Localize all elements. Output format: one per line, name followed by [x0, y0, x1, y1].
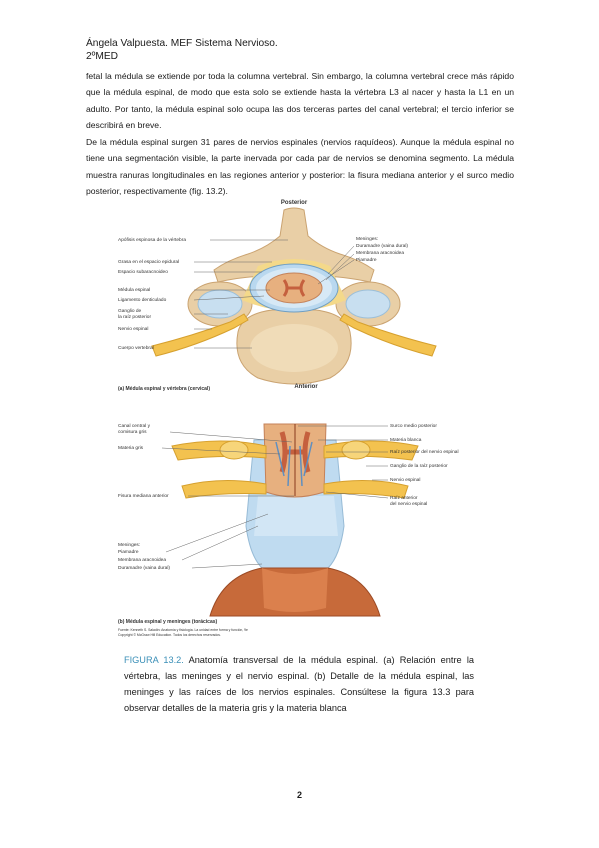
label-espacio-subaracnoideo: Espacio subaracnoideo	[118, 269, 168, 275]
label-meninges-b: Meninges:	[118, 542, 140, 548]
bottom-left-labels: Canal central y comisura gris Materia gr…	[118, 423, 170, 571]
vertebra-illustration: Posterior	[118, 200, 437, 392]
figure-caption-text: Anatomía transversal de la médula espina…	[124, 655, 474, 713]
label-canal-central-2: comisura gris	[118, 429, 147, 435]
label-duramadre: Duramadre (vaina dural)	[356, 243, 408, 249]
top-right-leader-lines	[317, 245, 355, 285]
anatomy-illustration: Posterior	[118, 200, 460, 637]
label-apofisis: Apófisis espinosa de la vértebra	[118, 237, 186, 243]
label-ganglio-2: la raíz posterior	[118, 314, 151, 320]
label-grasa-epidural: Grasa en el espacio epidural	[118, 259, 179, 265]
label-cuerpo-vertebral: Cuerpo vertebral	[118, 345, 154, 351]
label-piamadre: Piamadre	[356, 257, 377, 263]
figure-source-line-1: Fuente: Kenneth S. Saladin: Anatomía y f…	[118, 628, 248, 632]
header-author-line: Ángela Valpuesta. MEF Sistema Nervioso.	[86, 38, 278, 49]
anterior-label: Anterior	[294, 384, 318, 390]
label-aracnoidea: Membrana aracnoidea	[356, 250, 404, 256]
paragraph-2: De la médula espinal surgen 31 pares de …	[86, 137, 514, 197]
bottom-left-leader-lines	[161, 431, 294, 569]
page-number: 2	[296, 790, 302, 800]
bottom-right-leader-lines	[298, 425, 389, 499]
top-left-leader-lines	[193, 239, 288, 349]
top-right-labels: Meninges: Duramadre (vaina dural) Membra…	[356, 236, 409, 263]
figure-caption-label: FIGURA 13.2.	[124, 655, 184, 665]
label-duramadre-b: Duramadre (vaina dural)	[118, 565, 170, 571]
label-ganglio-raiz: Ganglio de la raíz posterior	[390, 463, 448, 469]
figure-source-line-2: Copyright © McGraw Hill Education. Todos…	[118, 633, 221, 637]
label-medula-espinal: Médula espinal	[118, 287, 150, 293]
anatomy-figure: Posterior	[112, 196, 494, 640]
label-materia-blanca: Materia blanca	[390, 437, 422, 443]
panel-a-caption: (a) Médula espinal y vértebra (cervical)	[118, 386, 210, 392]
label-ligamento-denticulado: Ligamento denticulado	[118, 297, 167, 303]
label-raiz-posterior: Raíz posterior del nervio espinal	[390, 449, 459, 455]
label-fisura-mediana: Fisura mediana anterior	[118, 493, 169, 499]
paragraph-1: fetal la médula se extiende por toda la …	[86, 71, 514, 131]
figure-caption: FIGURA 13.2. Anatomía transversal de la …	[124, 652, 474, 716]
label-canal-central-1: Canal central y	[118, 423, 151, 429]
bottom-right-labels: Surco medio posterior Materia blanca Raí…	[390, 423, 460, 507]
label-ganglio-1: Ganglio de	[118, 308, 142, 314]
label-raiz-anterior-2: del nervio espinal	[390, 501, 427, 507]
panel-b-caption: (b) Médula espinal y meninges (torácicas…	[118, 619, 218, 625]
label-aracnoidea-b: Membrana aracnoidea	[118, 557, 166, 563]
label-meninges: Meninges:	[356, 236, 378, 242]
document-header: Ángela Valpuesta. MEF Sistema Nervioso. …	[86, 37, 278, 63]
label-nervio-espinal-b: Nervio espinal	[390, 477, 420, 483]
spinal-cord-illustration: Canal central y comisura gris Materia gr…	[118, 423, 460, 637]
posterior-label: Posterior	[281, 200, 308, 206]
label-surco-medio: Surco medio posterior	[390, 423, 437, 429]
label-materia-gris: Materia gris	[118, 445, 144, 451]
label-nervio-espinal: Nervio espinal	[118, 326, 148, 332]
label-piamadre-b: Piamadre	[118, 549, 139, 555]
label-raiz-anterior-1: Raíz anterior	[390, 495, 418, 501]
top-left-labels: Apófisis espinosa de la vértebra Grasa e…	[118, 237, 187, 351]
header-course-line: 2ºMED	[86, 51, 119, 62]
